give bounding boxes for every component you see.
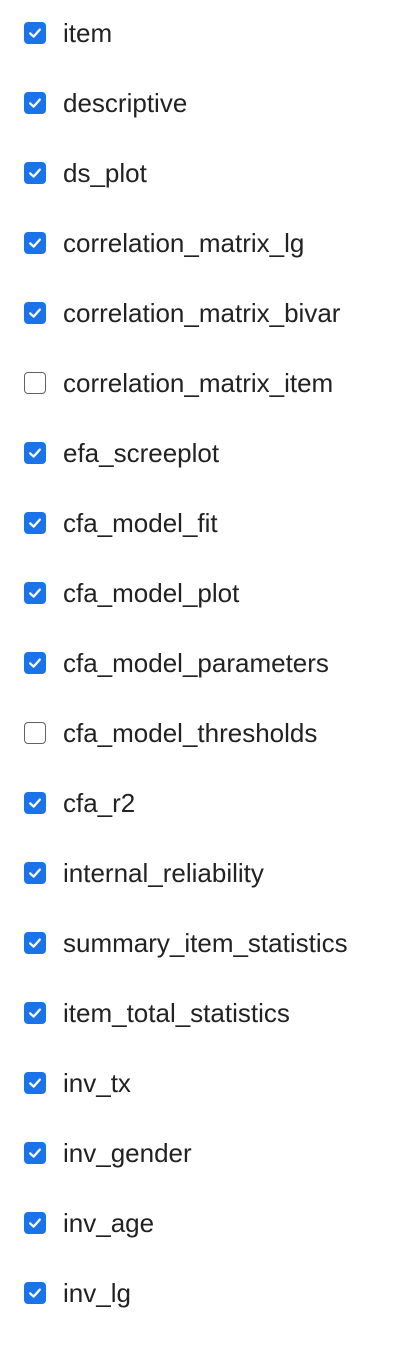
checkbox-checked[interactable]: [24, 1282, 46, 1304]
checkbox-label: cfa_model_fit: [63, 508, 218, 538]
checkbox-label: internal_reliability: [63, 858, 264, 888]
checkmark-icon: [27, 165, 43, 181]
checkmark-icon: [27, 305, 43, 321]
checkbox-label: descriptive: [63, 88, 188, 118]
checkmark-icon: [27, 795, 43, 811]
checkbox-label: ds_plot: [63, 158, 147, 188]
checkbox-option-cfa-model-plot[interactable]: cfa_model_plot: [0, 558, 406, 628]
checkmark-icon: [27, 935, 43, 951]
checkbox-option-ds-plot[interactable]: ds_plot: [0, 138, 406, 208]
checkbox-checked[interactable]: [24, 1002, 46, 1024]
checkbox-checked[interactable]: [24, 652, 46, 674]
checkmark-icon: [27, 25, 43, 41]
checkmark-icon: [27, 1285, 43, 1301]
checkmark-icon: [27, 655, 43, 671]
checkbox-label: inv_lg: [63, 1278, 131, 1308]
checkbox-checked[interactable]: [24, 22, 46, 44]
checkbox-label: correlation_matrix_lg: [63, 228, 305, 258]
checkmark-icon: [27, 95, 43, 111]
checkbox-option-item-total-statistics[interactable]: item_total_statistics: [0, 978, 406, 1048]
checkbox-option-inv-tx[interactable]: inv_tx: [0, 1048, 406, 1118]
checkbox-label: cfa_model_plot: [63, 578, 240, 608]
checkmark-icon: [27, 445, 43, 461]
checkbox-checked[interactable]: [24, 512, 46, 534]
checkbox-checked[interactable]: [24, 1212, 46, 1234]
checkbox-option-correlation-matrix-bivar[interactable]: correlation_matrix_bivar: [0, 278, 406, 348]
checkbox-option-descriptive[interactable]: descriptive: [0, 68, 406, 138]
checkbox-option-cfa-model-parameters[interactable]: cfa_model_parameters: [0, 628, 406, 698]
checkbox-label: item_total_statistics: [63, 998, 290, 1028]
checkbox-option-internal-reliability[interactable]: internal_reliability: [0, 838, 406, 908]
checkbox-unchecked[interactable]: [24, 372, 46, 394]
checkbox-option-item[interactable]: item: [0, 0, 406, 68]
checkbox-option-summary-item-statistics[interactable]: summary_item_statistics: [0, 908, 406, 978]
checkbox-label: inv_gender: [63, 1138, 192, 1168]
checkbox-option-cfa-model-thresholds[interactable]: cfa_model_thresholds: [0, 698, 406, 768]
checkmark-icon: [27, 1005, 43, 1021]
checkbox-label: efa_screeplot: [63, 438, 220, 468]
checkbox-checked[interactable]: [24, 1142, 46, 1164]
checkbox-option-inv-gender[interactable]: inv_gender: [0, 1118, 406, 1188]
checkbox-label: correlation_matrix_item: [63, 368, 334, 398]
checkbox-checked[interactable]: [24, 232, 46, 254]
checkbox-label: cfa_model_parameters: [63, 648, 329, 678]
checkbox-option-correlation-matrix-item[interactable]: correlation_matrix_item: [0, 348, 406, 418]
checkbox-unchecked[interactable]: [24, 722, 46, 744]
checkmark-icon: [27, 515, 43, 531]
checkmark-icon: [27, 1215, 43, 1231]
checkbox-label: summary_item_statistics: [63, 928, 348, 958]
checkbox-checked[interactable]: [24, 792, 46, 814]
checkbox-checked[interactable]: [24, 162, 46, 184]
checkmark-icon: [27, 1145, 43, 1161]
checkbox-option-cfa-r2[interactable]: cfa_r2: [0, 768, 406, 838]
checkbox-label: correlation_matrix_bivar: [63, 298, 341, 328]
checkbox-checked[interactable]: [24, 92, 46, 114]
checkmark-icon: [27, 865, 43, 881]
checkmark-icon: [27, 235, 43, 251]
checkbox-label: item: [63, 18, 113, 48]
checkbox-checked[interactable]: [24, 1072, 46, 1094]
checkbox-checked[interactable]: [24, 932, 46, 954]
checkbox-option-efa-screeplot[interactable]: efa_screeplot: [0, 418, 406, 488]
checkbox-checked[interactable]: [24, 582, 46, 604]
checkbox-label: inv_age: [63, 1208, 155, 1238]
checkbox-label: inv_tx: [63, 1068, 131, 1098]
checkbox-checked[interactable]: [24, 862, 46, 884]
checkbox-checked[interactable]: [24, 302, 46, 324]
checkmark-icon: [27, 1075, 43, 1091]
checkbox-option-inv-lg[interactable]: inv_lg: [0, 1258, 406, 1328]
checkbox-option-correlation-matrix-lg[interactable]: correlation_matrix_lg: [0, 208, 406, 278]
checkbox-label: cfa_r2: [63, 788, 136, 818]
checkbox-checked[interactable]: [24, 442, 46, 464]
checkbox-label: cfa_model_thresholds: [63, 718, 318, 748]
checkbox-option-inv-age[interactable]: inv_age: [0, 1188, 406, 1258]
checkmark-icon: [27, 585, 43, 601]
checkbox-option-cfa-model-fit[interactable]: cfa_model_fit: [0, 488, 406, 558]
